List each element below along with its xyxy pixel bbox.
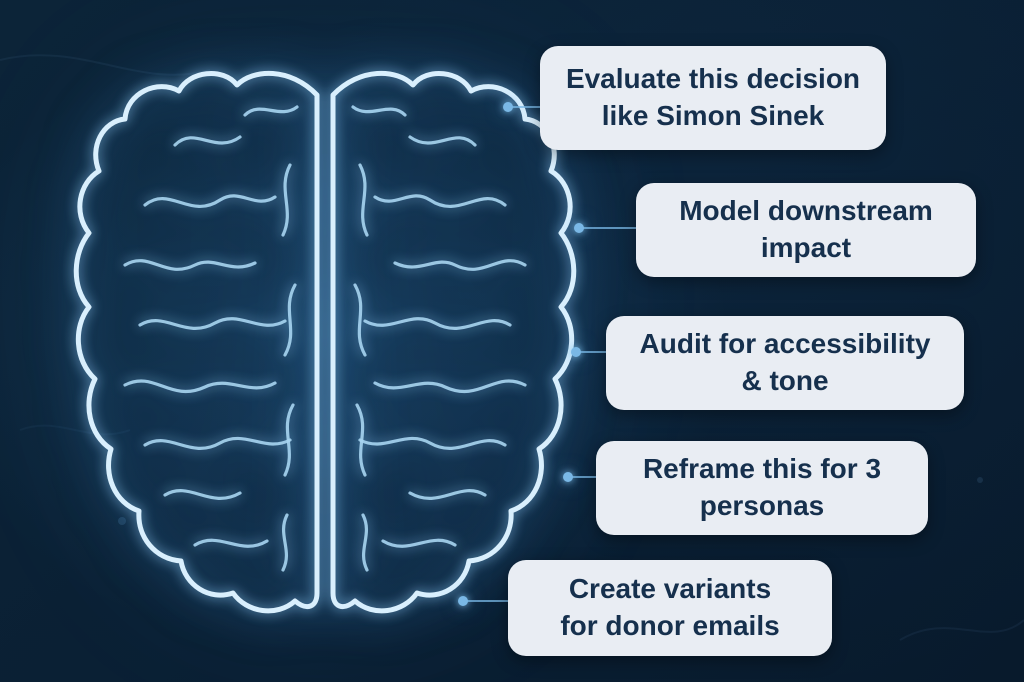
callout-text: Audit for accessibility xyxy=(639,328,931,360)
callout-text: Reframe this for 3 xyxy=(642,453,882,485)
callout-text: & tone xyxy=(741,365,829,396)
callout-create-variants: Create variants for donor emails xyxy=(508,560,832,656)
connector-line-4 xyxy=(563,472,598,482)
connector-dot-icon xyxy=(563,472,573,482)
callout-reframe-personas: Reframe this for 3 personas xyxy=(596,441,928,535)
connector-dot-icon xyxy=(571,347,581,357)
callout-text: personas xyxy=(699,490,825,521)
connector-line-2 xyxy=(574,223,638,233)
callout-text: for donor emails xyxy=(560,610,780,641)
brain-left-hemisphere xyxy=(73,71,320,614)
connector-dot-icon xyxy=(574,223,584,233)
connector-line-1 xyxy=(503,102,542,112)
callout-text: impact xyxy=(760,232,852,263)
callout-text: like Simon Sinek xyxy=(601,100,825,131)
callout-text: Model downstream xyxy=(679,195,933,227)
connector-line-3 xyxy=(571,347,608,357)
callout-text: Create variants xyxy=(568,573,772,605)
connector-dot-icon xyxy=(458,596,468,606)
connector-dot-icon xyxy=(503,102,513,112)
callout-text: Evaluate this decision xyxy=(565,63,861,95)
callout-audit-accessibility: Audit for accessibility & tone xyxy=(606,316,964,410)
callout-model-impact: Model downstream impact xyxy=(636,183,976,277)
connector-line-5 xyxy=(458,596,510,606)
brain-right-hemisphere xyxy=(330,71,577,614)
callout-evaluate-decision: Evaluate this decision like Simon Sinek xyxy=(540,46,886,150)
brain-illustration xyxy=(73,71,577,614)
